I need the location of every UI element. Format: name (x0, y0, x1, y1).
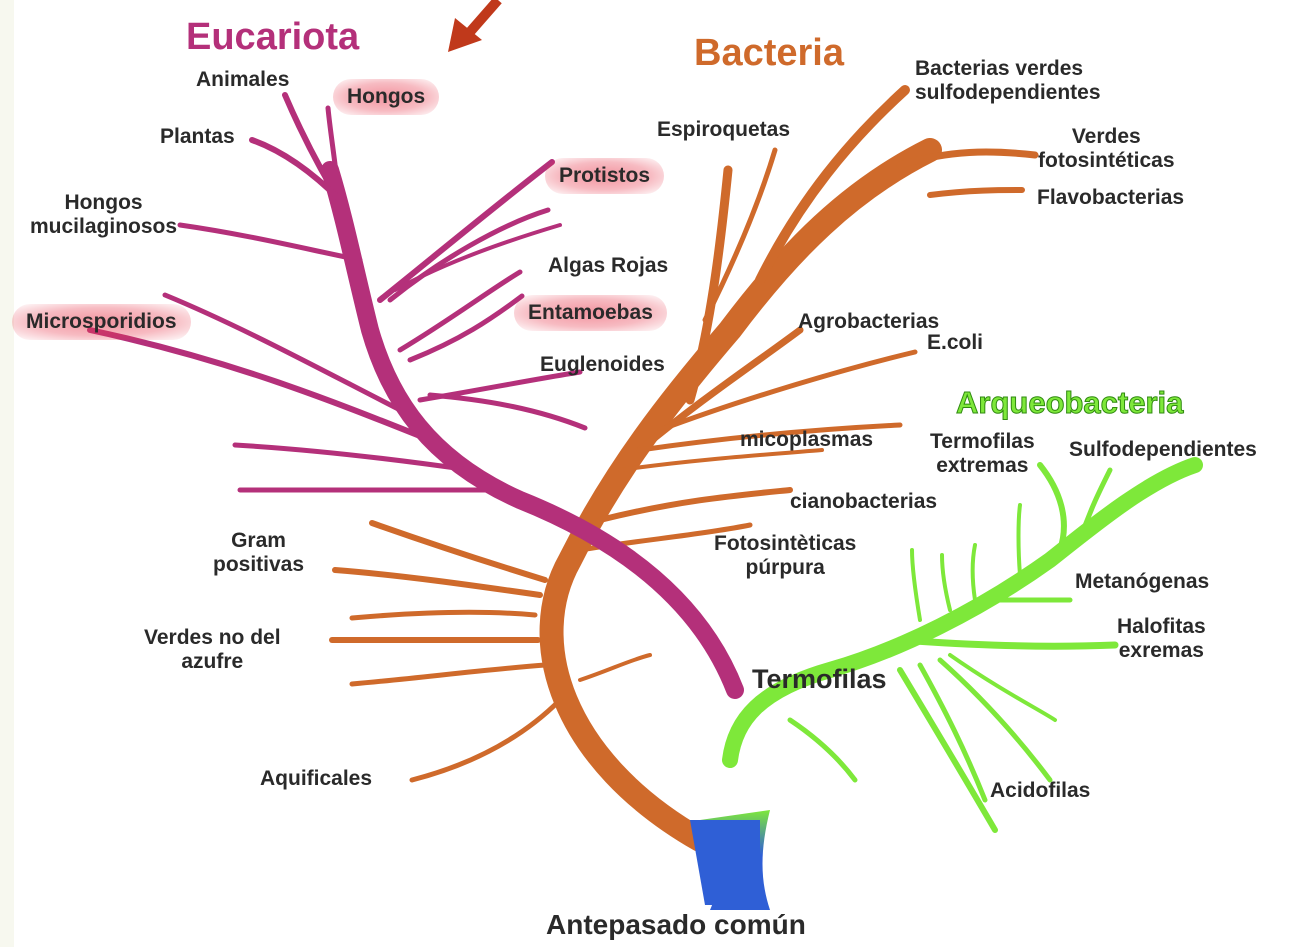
group-title-arqueobacteria: Arqueobacteria (956, 386, 1183, 420)
arqueobacteria-branch-acido-2 (920, 665, 985, 800)
bacteria-branch-aquificales (412, 700, 560, 780)
label-espiroquetas: Espiroquetas (657, 118, 790, 142)
label-micoplasmas: micoplasmas (740, 428, 873, 452)
label-hongos-mucilaginosos: Hongos mucilaginosos (30, 191, 177, 239)
label-hongos: Hongos (333, 79, 439, 115)
group-title-termofilas: Termofilas (752, 667, 887, 691)
label-metanogenas: Metanógenas (1075, 570, 1209, 594)
label-ecoli: E.coli (927, 331, 983, 355)
arqueobacteria-branch-halo (900, 640, 1115, 646)
arqueobacteria-branch-up-2 (942, 555, 950, 610)
root-label-ancestor: Antepasado común (546, 913, 806, 937)
label-bacterias-verdes-sulfodependientes: Bacterias verdes sulfodependientes (915, 57, 1101, 105)
bacteria-branch-micoplasmas-2 (620, 450, 822, 470)
label-entamoebas: Entamoebas (514, 295, 667, 331)
label-aquificales: Aquificales (260, 767, 372, 791)
arqueobacteria-branch-up-1 (912, 550, 920, 620)
label-cianobacterias: cianobacterias (790, 490, 937, 514)
label-acidofilas: Acidofilas (990, 779, 1090, 803)
bacteria-branch-aquificales-2 (580, 655, 650, 680)
arqueobacteria-branch-left (790, 720, 855, 780)
label-halofitas-extremas: Halofitas exremas (1117, 615, 1206, 663)
eucariota-branch-protistos (380, 162, 552, 300)
group-title-eucariota: Eucariota (186, 16, 359, 58)
root-base (690, 820, 760, 905)
arrow-shaft-icon (470, 0, 498, 32)
label-algas-rojas: Algas Rojas (548, 254, 668, 278)
label-verdes-fotosinteticas: Verdes fotosintéticas (1038, 125, 1175, 173)
bacteria-branch-flavo (930, 190, 1022, 195)
bacteria-branch-ciano (600, 490, 790, 520)
eucariota-branch-hongos-muc (180, 225, 360, 260)
label-sulfodependientes: Sulfodependientes (1069, 438, 1257, 462)
arqueobacteria-branch-termofilas (1040, 465, 1064, 550)
label-flavobacterias: Flavobacterias (1037, 186, 1184, 210)
arqueobacteria-branch-up-3 (973, 545, 975, 600)
label-gram-positivas: Gram positivas (213, 529, 304, 577)
bacteria-branch-gram-3 (352, 612, 535, 618)
arqueobacteria-branch-acido-4 (950, 655, 1055, 720)
bacteria-branch-gram-1 (372, 523, 545, 580)
eucariota-branch-euglenoides-2 (430, 395, 585, 428)
label-agrobacterias: Agrobacterias (798, 310, 939, 334)
eucariota-trunk (330, 170, 735, 690)
label-protistos: Protistos (545, 158, 664, 194)
label-plantas: Plantas (160, 125, 235, 149)
label-euglenoides: Euglenoides (540, 353, 665, 377)
label-verdes-no-azufre: Verdes no del azufre (144, 626, 281, 674)
label-microsporidios: Microsporidios (12, 304, 191, 340)
arqueobacteria-branch-up-4 (1019, 505, 1021, 575)
arqueobacteria-branch-acido-1 (900, 670, 995, 830)
group-title-bacteria: Bacteria (694, 32, 844, 74)
label-termofilas-extremas: Termofilas extremas (930, 430, 1035, 478)
label-fotosinteticas-purpura: Fotosintèticas púrpura (714, 532, 856, 580)
bacteria-branch-verdes-no-2 (352, 665, 545, 684)
label-animales: Animales (196, 68, 289, 92)
bacteria-branch-gram-2 (335, 570, 540, 595)
pointer-arrow (448, 0, 498, 52)
